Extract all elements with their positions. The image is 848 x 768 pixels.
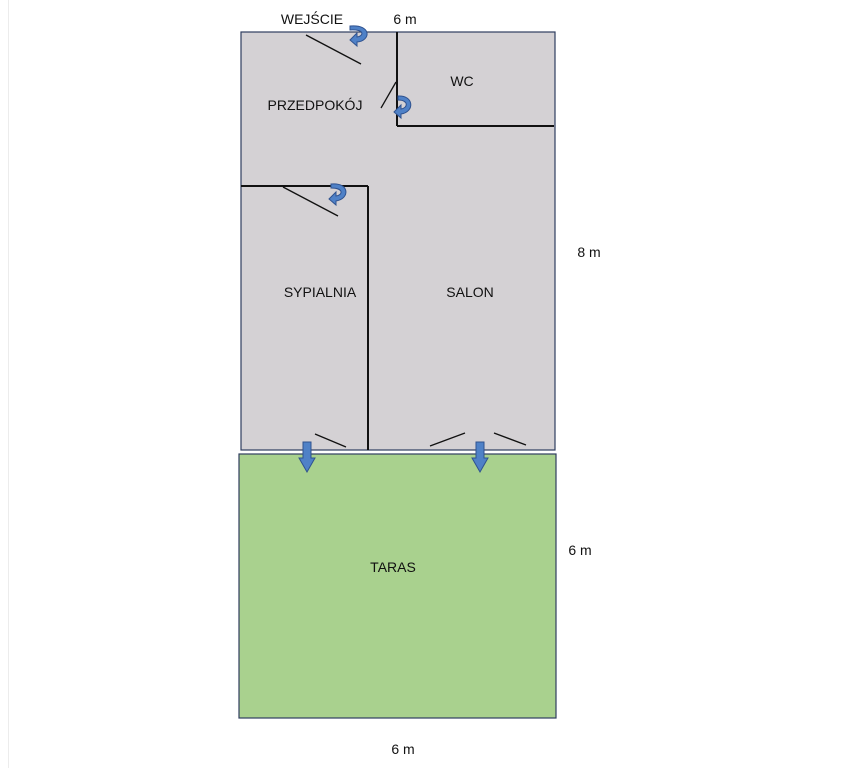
terrace-depth-label: 6 m — [568, 542, 592, 558]
down-arrow-icon — [471, 441, 489, 474]
entrance-door — [305, 34, 362, 65]
house-width-label: 6 m — [393, 11, 417, 27]
page-edge — [8, 0, 9, 768]
salon-terrace-door-left — [429, 432, 466, 447]
door-swings — [282, 34, 527, 448]
terrace-label: TARAS — [370, 559, 416, 575]
bedroom-door — [282, 186, 339, 217]
bedroom-label: SYPIALNIA — [283, 284, 357, 300]
bedroom-terrace-door — [314, 433, 347, 448]
curved-arrow-icon — [328, 183, 347, 207]
wc-label: WC — [450, 73, 474, 89]
down-arrow-icon — [298, 441, 316, 474]
terrace-width-label: 6 m — [391, 741, 415, 757]
living-room-label: SALON — [446, 284, 494, 300]
wc-door — [380, 81, 397, 109]
hallway-label: PRZEDPOKÓJ — [267, 97, 363, 113]
salon-terrace-door-right — [493, 432, 527, 446]
entrance-label: WEJŚCIE — [280, 11, 344, 27]
house-depth-label: 8 m — [577, 244, 601, 260]
terrace-area — [238, 453, 557, 719]
curved-arrow-icon — [393, 95, 412, 120]
curved-arrow-icon — [349, 25, 368, 48]
